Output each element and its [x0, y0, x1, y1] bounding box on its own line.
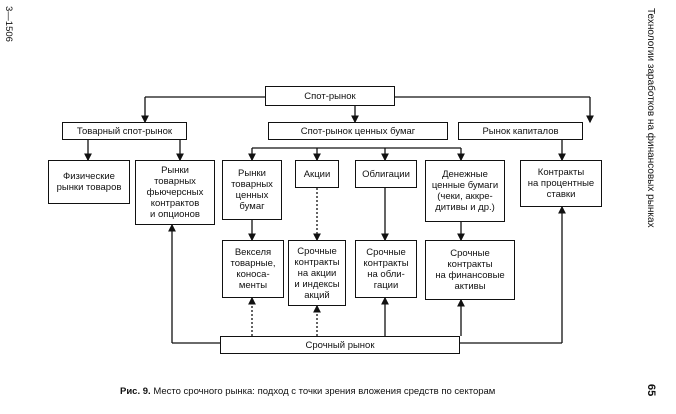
futures-on-bonds-box: Срочные контракты на обли- гации: [355, 240, 417, 298]
commodity-futures-markets-box: Рынки товарных фьючерсных контрактов и о…: [135, 160, 215, 225]
margin-left-text: 3—1506: [3, 6, 14, 42]
securities-spot-market-box: Спот-рынок ценных бумаг: [268, 122, 448, 140]
commodity-bills-box: Векселя товарные, коноса- менты: [222, 240, 284, 298]
bonds-box: Облигации: [355, 160, 417, 188]
money-securities-box: Денежные ценные бумаги (чеки, аккре- дит…: [425, 160, 505, 222]
futures-market-box: Срочный рынок: [220, 336, 460, 354]
spot-market-box: Спот-рынок: [265, 86, 395, 106]
commodity-securities-markets-box: Рынки товарных ценных бумаг: [222, 160, 282, 220]
page-number: 65: [645, 384, 657, 397]
caption-text: Место срочного рынка: подход с точки зре…: [153, 386, 496, 397]
interest-rate-contracts-box: Контракты на процентные ставки: [520, 160, 602, 207]
figure-caption: Рис. 9. Место срочного рынка: подход с т…: [120, 386, 495, 397]
physical-commodity-markets-box: Физические рынки товаров: [48, 160, 130, 204]
caption-label: Рис. 9.: [120, 386, 151, 397]
running-title: Технологии заработков на финансовых рынк…: [645, 8, 656, 228]
futures-on-financial-assets-box: Срочные контракты на финансовые активы: [425, 240, 515, 300]
shares-box: Акции: [295, 160, 339, 188]
commodity-spot-market-box: Товарный спот-рынок: [62, 122, 187, 140]
futures-on-shares-box: Срочные контракты на акции и индексы акц…: [288, 240, 346, 306]
capital-market-box: Рынок капиталов: [458, 122, 583, 140]
